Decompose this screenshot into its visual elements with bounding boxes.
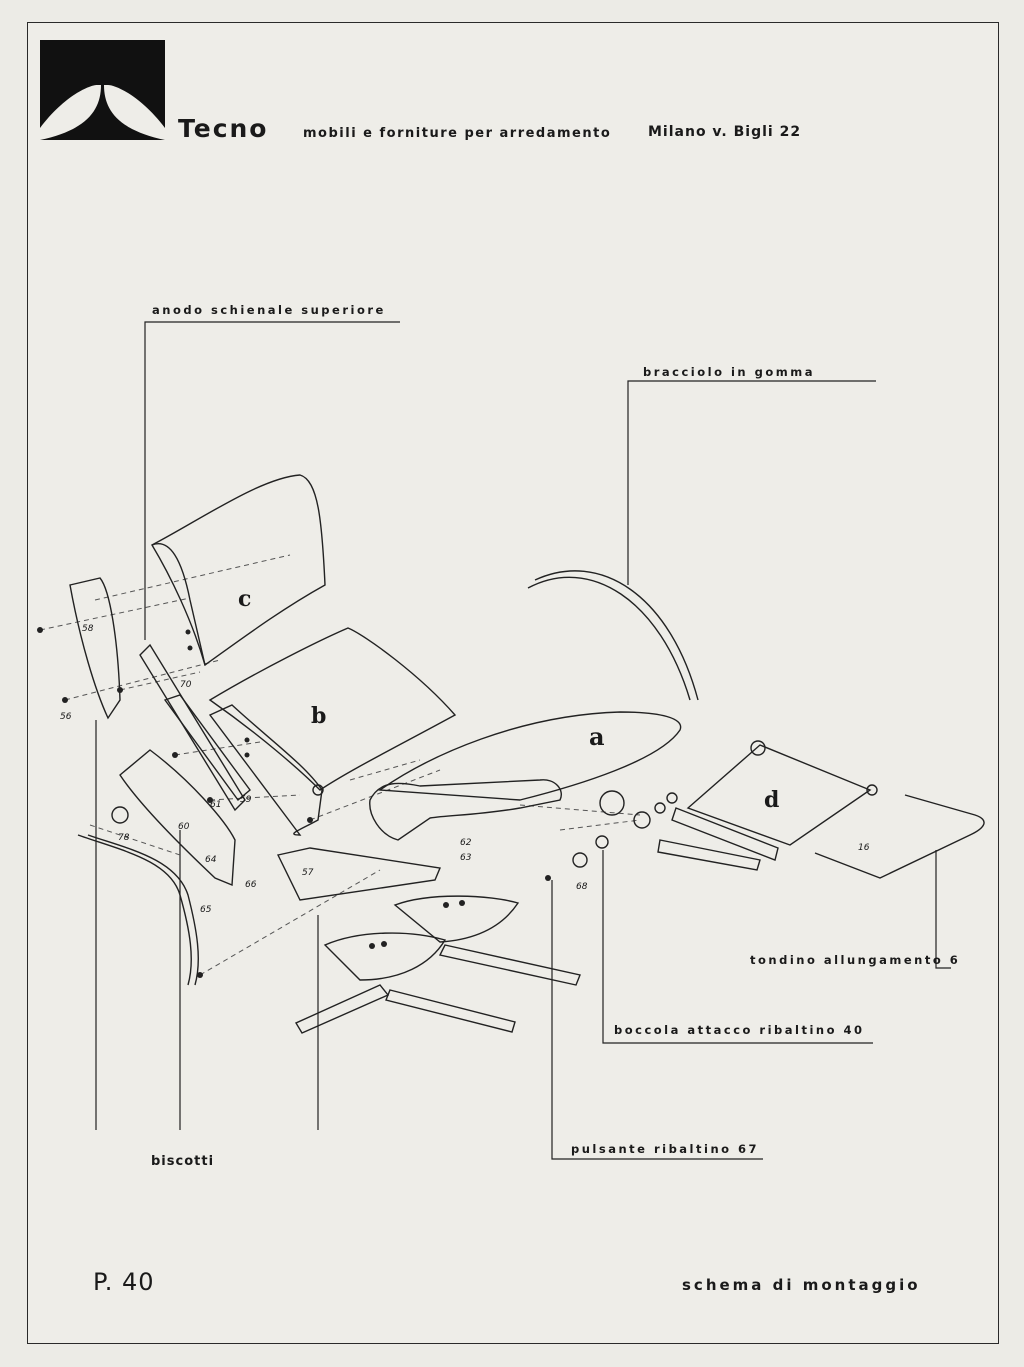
part-number: 16 [858, 843, 870, 853]
part-number: 63 [460, 853, 472, 863]
part-number: 57 [302, 868, 314, 878]
label-boccola: boccola attacco ribaltino 40 [614, 1023, 865, 1037]
page-number: P. 40 [93, 1268, 155, 1296]
part-d-shape [686, 744, 872, 846]
part-b-shape [208, 627, 457, 791]
part-number: 58 [82, 624, 94, 634]
part-number: 61 [210, 800, 222, 810]
part-number: 70 [180, 680, 192, 690]
leader-pulsante [551, 880, 763, 1160]
biscotto-2 [119, 749, 236, 887]
part-number: 56 [60, 712, 72, 722]
part-number: 66 [245, 880, 257, 890]
leader-lines [95, 321, 951, 1160]
leader-boccola [602, 850, 873, 1044]
page-border [27, 22, 999, 1344]
part-label-a: a [589, 722, 605, 751]
part-number: 68 [576, 882, 588, 892]
page-caption: schema di montaggio [682, 1276, 921, 1294]
label-anodo-schienale: anodo schienale superiore [152, 303, 386, 317]
part-number: 78 [118, 833, 130, 843]
part-number: 59 [240, 795, 252, 805]
part-label-d: d [764, 787, 780, 813]
part-label-c: c [238, 586, 252, 612]
base-fan-1 [393, 895, 520, 943]
part-number: 65 [200, 905, 212, 915]
part-a-shape [377, 711, 682, 801]
part-number: 64 [205, 855, 217, 865]
part-c-shape [151, 474, 326, 667]
chair-parts [69, 474, 985, 1034]
part-label-b: b [311, 703, 327, 729]
leader-anodo [144, 321, 400, 640]
leader-bracciolo [627, 380, 876, 585]
tecno-logo [40, 40, 165, 140]
label-tondino: tondino allungamento 6 [750, 953, 961, 967]
part-number: 62 [460, 838, 472, 848]
brand-tagline: mobili e forniture per arredamento [303, 126, 612, 141]
brand-name: Tecno [178, 114, 269, 143]
base-fan-2 [323, 932, 447, 981]
brand-address: Milano v. Bigli 22 [648, 124, 802, 140]
assembly-dashes [39, 554, 641, 976]
screws [37, 627, 551, 978]
leader-tondino [935, 850, 951, 969]
label-bracciolo: bracciolo in gomma [643, 365, 815, 379]
part-number: 60 [178, 822, 190, 832]
label-pulsante: pulsante ribaltino 67 [571, 1142, 760, 1156]
label-biscotti: biscotti [151, 1154, 215, 1169]
biscotto-1 [69, 577, 121, 720]
armrest [527, 576, 691, 701]
